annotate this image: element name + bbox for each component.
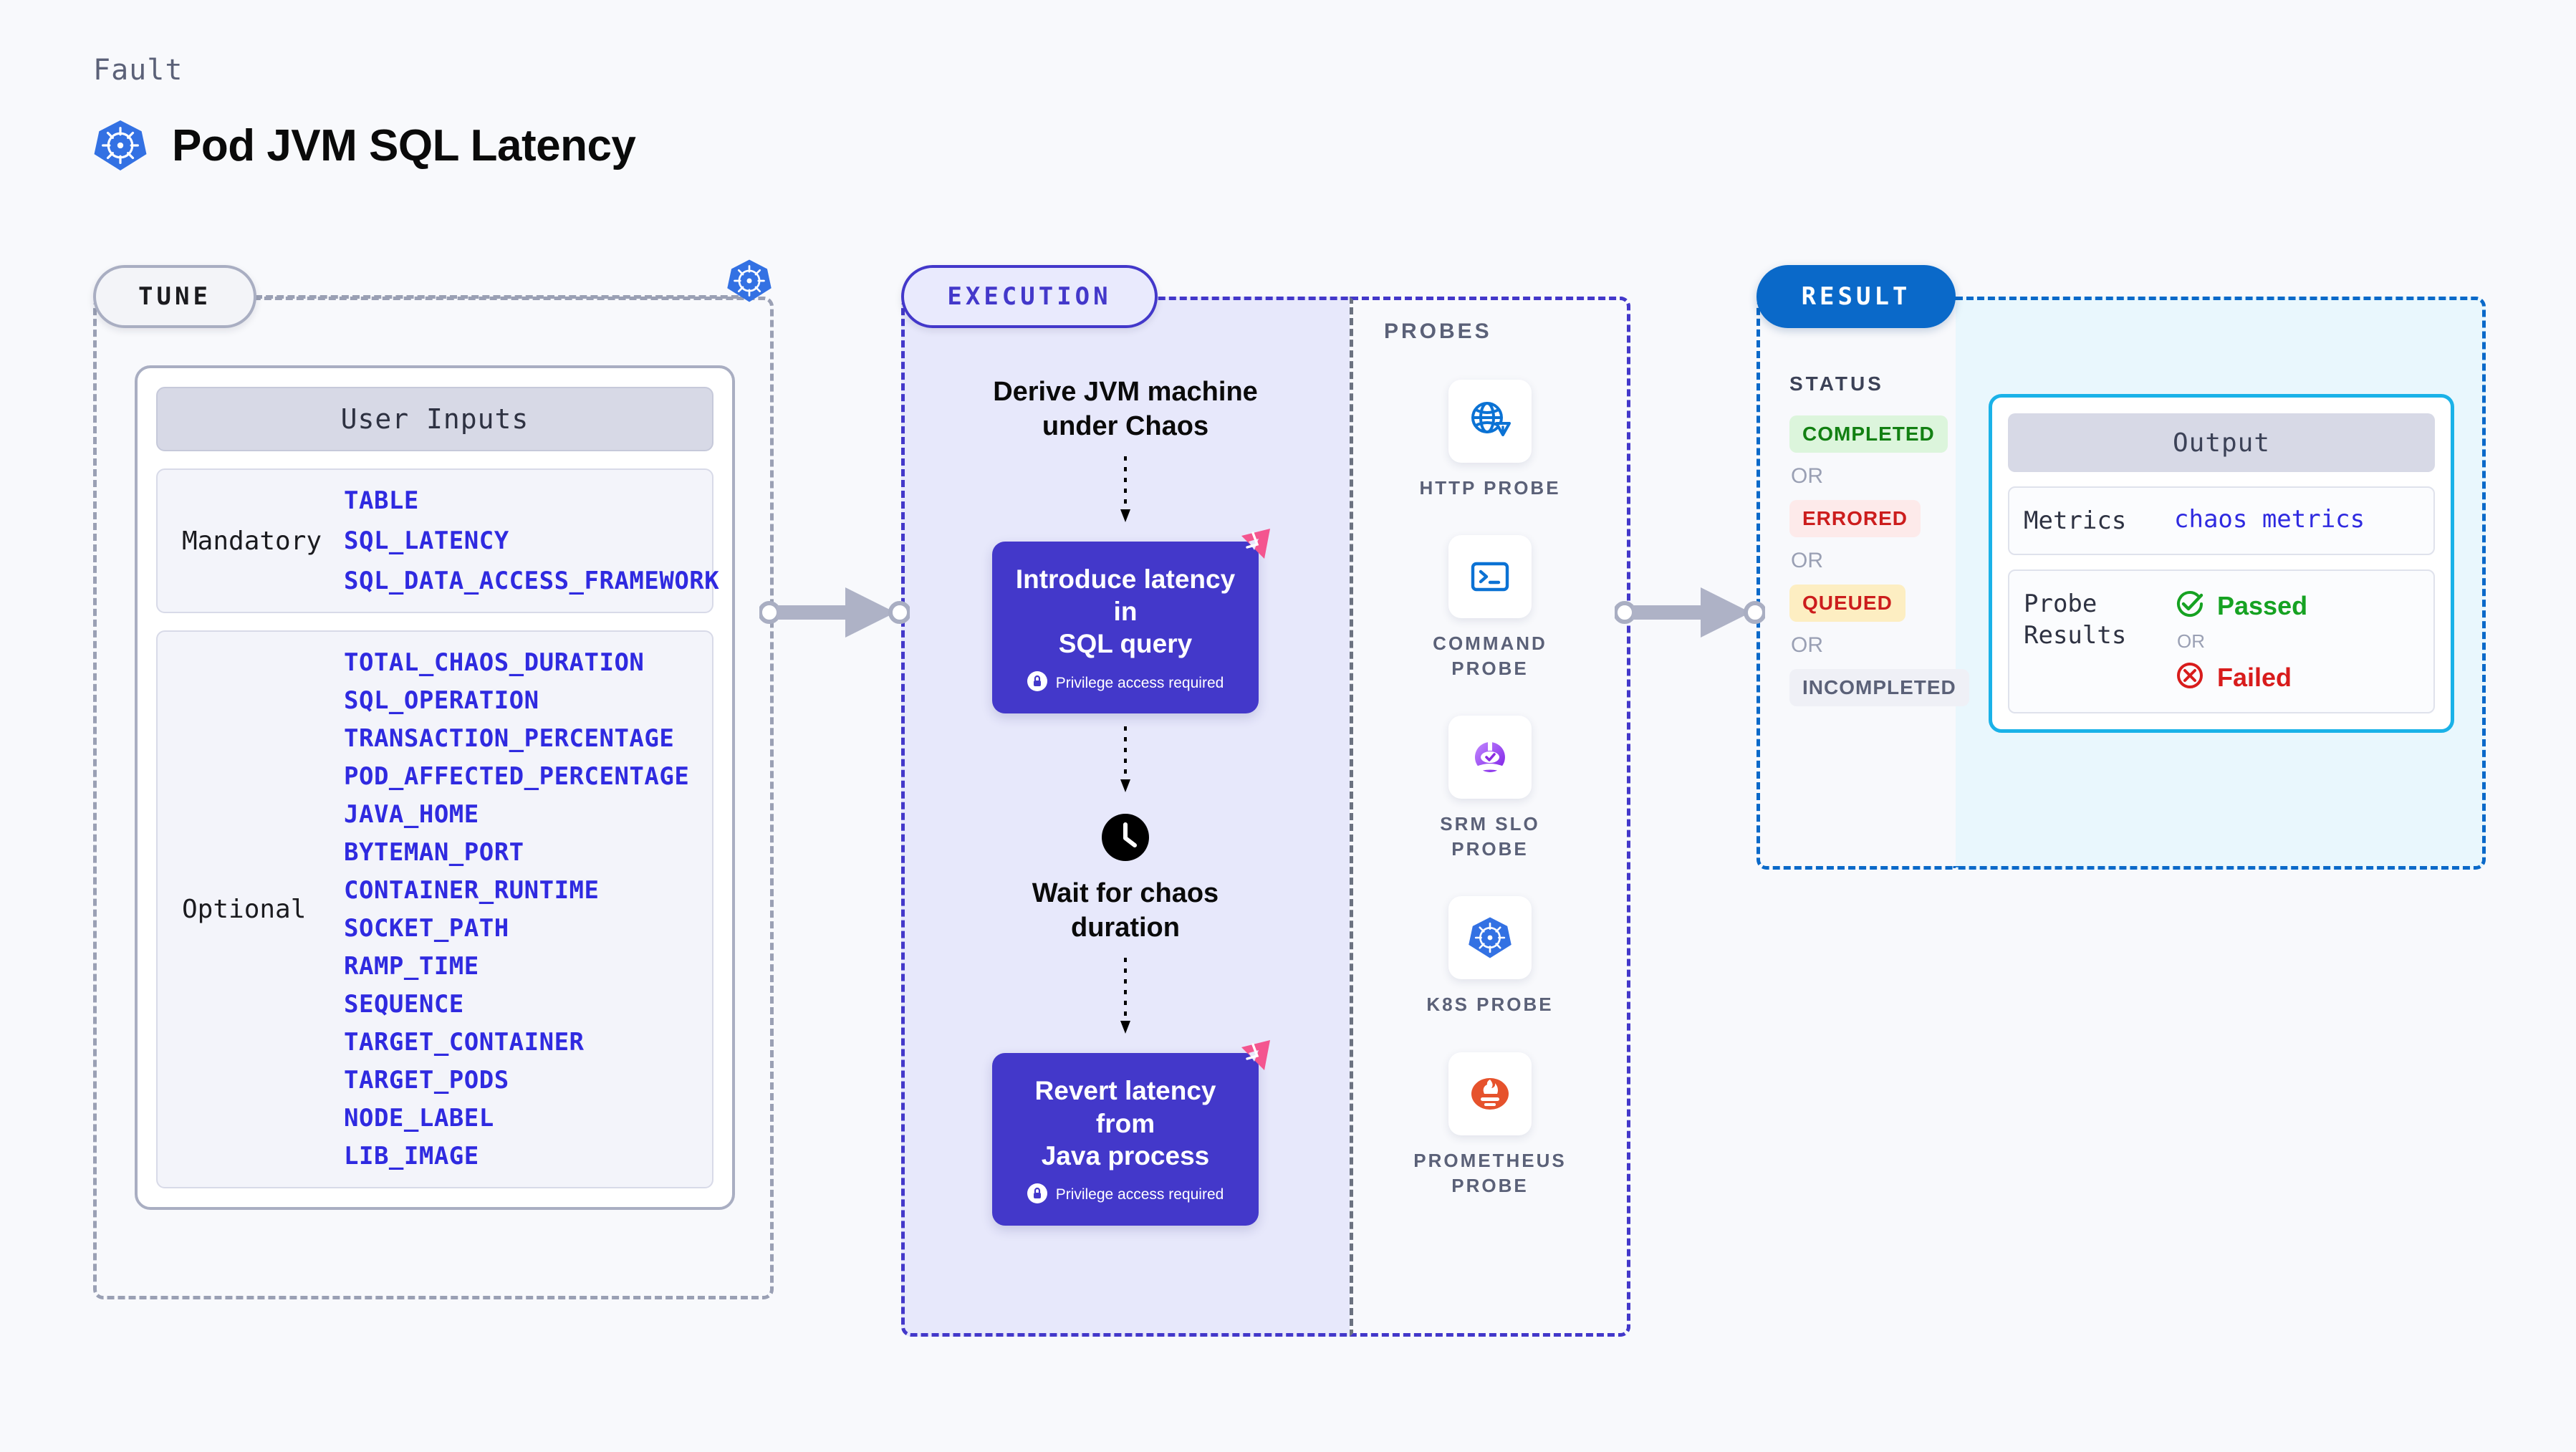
mandatory-label: Mandatory (182, 526, 322, 556)
kubernetes-icon (1448, 896, 1532, 980)
page-title: Pod JVM SQL Latency (172, 120, 636, 170)
param-item[interactable]: SQL_DATA_ACCESS_FRAMEWORK (344, 567, 720, 595)
probe-result-passed: Passed (2174, 588, 2307, 623)
mandatory-group: Mandatory TABLE SQL_LATENCY SQL_DATA_ACC… (156, 468, 719, 613)
probe-k8s[interactable]: K8S PROBE (1426, 896, 1553, 1017)
status-badge-completed: COMPLETED (1789, 415, 1948, 453)
param-item[interactable]: SQL_OPERATION (344, 686, 539, 715)
prometheus-icon (1448, 1052, 1532, 1135)
status-list: COMPLETED OR ERRORED OR QUEUED OR INCOMP… (1789, 415, 1969, 706)
kubernetes-icon (726, 258, 772, 307)
param-item[interactable]: TOTAL_CHAOS_DURATION (344, 648, 645, 677)
param-item[interactable]: TARGET_CONTAINER (344, 1028, 585, 1057)
privilege-text: Privilege access required (1055, 674, 1224, 691)
globe-warning-icon (1448, 380, 1532, 463)
lock-icon (1027, 1183, 1047, 1207)
status-badge-errored: ERRORED (1789, 500, 1921, 537)
dotted-arrow-icon (1118, 456, 1133, 529)
optional-label: Optional (182, 895, 307, 924)
step-derive-jvm: Derive JVM machine under Chaos (993, 377, 1258, 441)
output-key-metrics: Metrics (2024, 506, 2127, 535)
param-item[interactable]: SEQUENCE (344, 990, 464, 1019)
privilege-text: Privilege access required (1055, 1186, 1224, 1203)
x-circle-icon (2174, 660, 2206, 695)
probe-list: HTTP PROBE COMMAND PROBE (1350, 380, 1630, 1198)
execution-steps: Derive JVM machine under Chaos Introduce… (901, 297, 1350, 1337)
probe-label: COMMAND PROBE (1433, 633, 1547, 680)
dotted-arrow-icon (1118, 958, 1133, 1040)
or-separator: OR (1791, 549, 1823, 572)
probe-label: K8S PROBE (1426, 994, 1554, 1016)
privilege-row: Privilege access required (1027, 1183, 1224, 1207)
param-item[interactable]: TRANSACTION_PERCENTAGE (344, 724, 675, 753)
param-item[interactable]: NODE_LABEL (344, 1104, 494, 1133)
probe-failed-label: Failed (2217, 662, 2292, 692)
output-row-probe-results: Probe Results Passed OR (2008, 569, 2435, 714)
param-item[interactable]: JAVA_HOME (344, 800, 479, 829)
optional-group: Optional TOTAL_CHAOS_DURATION SQL_OPERAT… (156, 630, 713, 1188)
or-separator: OR (1791, 633, 1823, 657)
probe-passed-label: Passed (2217, 590, 2308, 620)
param-item[interactable]: RAMP_TIME (344, 952, 479, 981)
action-introduce-latency[interactable]: Introduce latency in SQL query Privilege… (992, 529, 1270, 714)
param-item[interactable]: POD_AFFECTED_PERCENTAGE (344, 762, 690, 791)
lock-icon (1027, 671, 1047, 695)
param-item[interactable]: TABLE (344, 486, 419, 515)
kubernetes-icon (93, 118, 148, 173)
output-title: Output (2008, 413, 2435, 472)
fault-kicker: Fault (93, 54, 183, 87)
status-badge-queued: QUEUED (1789, 585, 1905, 622)
wait-step: Wait for chaos duration (1032, 812, 1219, 945)
action-title: Introduce latency in SQL query (1015, 564, 1236, 659)
execution-to-result-arrow (1613, 573, 1767, 655)
output-card: Output Metrics chaos metrics Probe Resul… (1989, 394, 2454, 734)
clock-icon (1100, 812, 1151, 867)
litmus-icon (1233, 523, 1277, 571)
tune-connector-line (255, 295, 749, 299)
privilege-row: Privilege access required (1027, 671, 1224, 695)
param-item[interactable]: TARGET_PODS (344, 1066, 509, 1095)
mandatory-params: TABLE SQL_LATENCY SQL_DATA_ACCESS_FRAMEW… (344, 489, 719, 593)
user-inputs-title: User Inputs (156, 387, 713, 451)
param-item[interactable]: BYTEMAN_PORT (344, 838, 524, 867)
dotted-arrow-icon (1118, 726, 1133, 799)
user-inputs-card: User Inputs Mandatory TABLE SQL_LATENCY … (135, 365, 735, 1210)
probe-result-values: Passed OR Failed (2174, 588, 2307, 695)
status-label: STATUS (1789, 372, 1884, 395)
probe-prometheus[interactable]: PROMETHEUS PROBE (1413, 1052, 1566, 1198)
param-item[interactable]: LIB_IMAGE (344, 1142, 479, 1170)
probe-result-failed: Failed (2174, 660, 2307, 695)
terminal-icon (1448, 535, 1532, 619)
output-value-metrics[interactable]: chaos metrics (2174, 505, 2365, 534)
probe-label: HTTP PROBE (1419, 477, 1561, 499)
or-separator: OR (1791, 464, 1823, 488)
action-title: Revert latency from Java process (1034, 1076, 1216, 1170)
probes-panel (1350, 297, 1630, 1337)
litmus-icon (1233, 1034, 1277, 1082)
param-item[interactable]: CONTAINER_RUNTIME (344, 876, 600, 905)
probes-label: PROBES (1384, 319, 1492, 343)
probe-http[interactable]: HTTP PROBE (1419, 380, 1560, 501)
param-item[interactable]: SOCKET_PATH (344, 914, 509, 943)
output-key-probe-results: Probe Results (2024, 590, 2127, 650)
step-wait-duration: Wait for chaos duration (1032, 878, 1219, 943)
or-separator: OR (2177, 630, 2205, 653)
result-panel (1756, 297, 1959, 870)
result-stage-badge[interactable]: RESULT (1756, 265, 1956, 328)
probe-srm-slo[interactable]: SRM SLO PROBE (1440, 716, 1539, 862)
output-row-metrics: Metrics chaos metrics (2008, 486, 2435, 556)
execution-stage-badge[interactable]: EXECUTION (901, 265, 1158, 328)
page-title-row: Pod JVM SQL Latency (93, 118, 636, 173)
tune-stage-badge[interactable]: TUNE (93, 265, 256, 328)
check-circle-icon (2174, 588, 2206, 623)
probe-label: SRM SLO PROBE (1440, 813, 1540, 860)
status-badge-incompleted: INCOMPLETED (1789, 669, 1969, 706)
optional-params: TOTAL_CHAOS_DURATION SQL_OPERATION TRANS… (344, 650, 689, 1168)
probe-label: PROMETHEUS PROBE (1413, 1149, 1567, 1196)
srm-slo-icon (1448, 716, 1532, 799)
tune-to-execution-arrow (758, 573, 911, 655)
probe-command[interactable]: COMMAND PROBE (1433, 535, 1547, 681)
param-item[interactable]: SQL_LATENCY (344, 527, 509, 555)
action-revert-latency[interactable]: Revert latency from Java process Privile… (992, 1040, 1270, 1226)
